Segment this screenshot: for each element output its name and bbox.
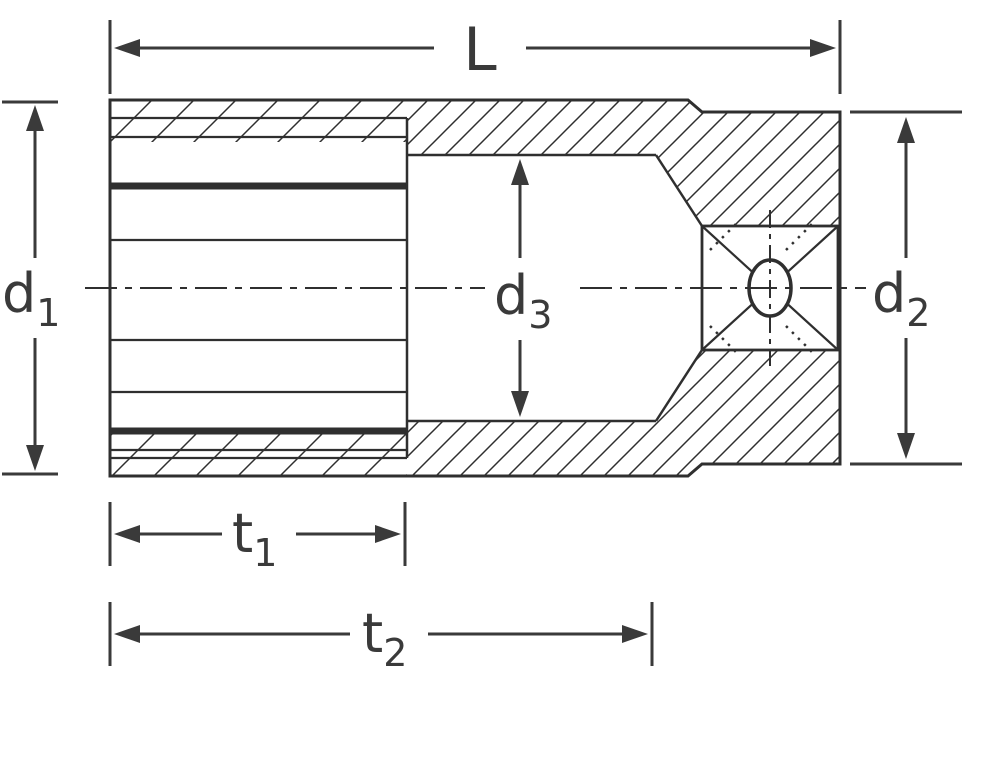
hidden-edge-line	[709, 223, 737, 251]
dim-t2-label: t2	[114, 602, 648, 675]
section-hatching	[110, 100, 840, 476]
dim-d1-label: d1	[2, 105, 60, 471]
arrowhead-down	[26, 445, 44, 471]
arrowhead-right	[622, 625, 648, 643]
dim-t1-lines	[108, 502, 407, 566]
hatch-top-nut-area	[110, 100, 407, 142]
socket-body-outline	[108, 98, 842, 478]
hidden-edge-dotted-lines	[709, 223, 813, 353]
arrowhead-down	[897, 433, 915, 459]
cone-top-edge	[654, 154, 704, 227]
hidden-edge-line	[785, 325, 813, 353]
dimension-labels: L d1 d2 d3 t1 t2	[2, 15, 930, 675]
dim-d1-lines	[2, 100, 58, 476]
dim-d3-label: d3	[494, 159, 552, 417]
arrowhead-left	[114, 625, 140, 643]
dim-L-lines	[108, 20, 842, 94]
cone-bottom-edge	[654, 349, 704, 422]
socket-geometry	[85, 98, 866, 478]
arrowhead-down	[511, 391, 529, 417]
hidden-edge-line	[709, 325, 737, 353]
dim-t1-label: t1	[114, 502, 401, 575]
dim-label-t1: t1	[232, 502, 277, 575]
dim-L-label: L	[114, 15, 836, 85]
arrowhead-left	[114, 39, 140, 57]
dim-label-d3: d3	[494, 264, 552, 337]
dim-d2-label: d2	[872, 117, 930, 459]
dimension-lines	[2, 20, 962, 666]
dim-label-d1: d1	[2, 262, 60, 335]
hatch-top-wall	[407, 100, 840, 226]
hatch-bottom-wall	[407, 350, 840, 476]
hatch-bottom-nut-area	[110, 434, 407, 476]
arrowhead-up	[26, 105, 44, 131]
dim-d2-lines	[850, 110, 962, 466]
dim-label-d2: d2	[872, 262, 930, 335]
arrowhead-right	[810, 39, 836, 57]
dim-label-L: L	[463, 15, 497, 85]
dim-t2-lines	[108, 602, 654, 666]
dim-label-t2: t2	[362, 602, 407, 675]
arrowhead-up	[897, 117, 915, 143]
serration-lines	[110, 116, 407, 460]
arrowhead-up	[511, 159, 529, 185]
arrowhead-left	[114, 525, 140, 543]
arrowhead-right	[375, 525, 401, 543]
hidden-edge-line	[785, 223, 813, 251]
